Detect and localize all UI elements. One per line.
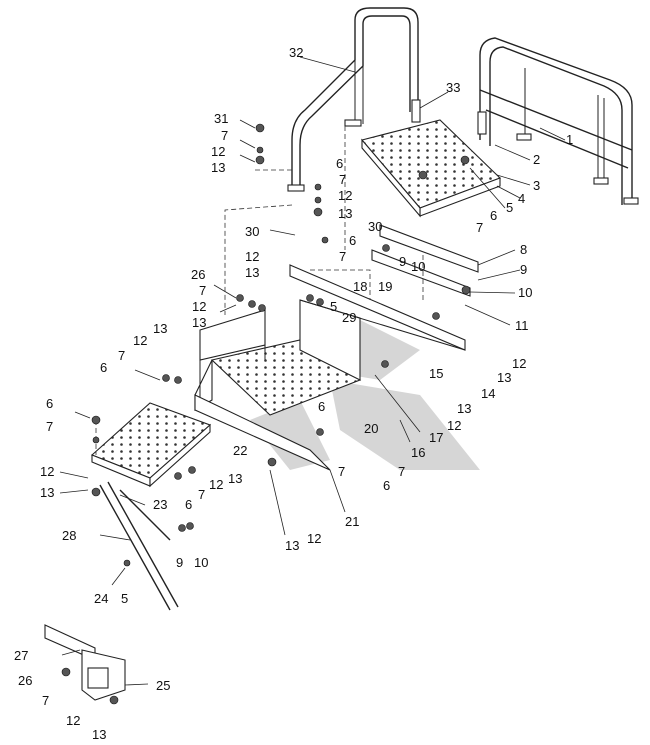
callout-14: 14 <box>481 386 495 401</box>
callout-13g: 13 <box>192 315 206 330</box>
callout-9a: 9 <box>520 262 527 277</box>
hinge-assembly <box>44 624 126 701</box>
callout-13b: 13 <box>457 401 471 416</box>
main-frame <box>194 299 466 471</box>
callout-33: 33 <box>446 80 460 95</box>
callout-10b: 10 <box>194 555 208 570</box>
callout-10a: 10 <box>518 285 532 300</box>
callout-7f: 7 <box>118 348 125 363</box>
callout-12i: 12 <box>211 144 225 159</box>
lower-step <box>90 402 212 488</box>
callout-13d: 13 <box>228 471 242 486</box>
callout-11: 11 <box>515 318 529 333</box>
callout-13h: 13 <box>245 265 259 280</box>
upper-platform <box>361 99 502 218</box>
callout-6b: 6 <box>383 478 390 493</box>
callout-6e: 6 <box>46 396 53 411</box>
callout-26b: 26 <box>18 673 32 688</box>
callout-12g: 12 <box>192 299 206 314</box>
callout-10c: 10 <box>411 259 425 274</box>
callout-18: 18 <box>353 279 367 294</box>
callout-1: 1 <box>566 132 573 147</box>
callout-13k: 13 <box>92 727 106 742</box>
callout-6f: 6 <box>100 360 107 375</box>
callout-21: 21 <box>345 514 359 529</box>
callout-7g: 7 <box>199 283 206 298</box>
callout-12j: 12 <box>338 188 352 203</box>
callout-7j: 7 <box>339 172 346 187</box>
callout-12d: 12 <box>209 477 223 492</box>
callout-22: 22 <box>233 443 247 458</box>
callout-7h: 7 <box>339 249 346 264</box>
callout-5a: 5 <box>506 200 513 215</box>
callout-12e: 12 <box>40 464 54 479</box>
callout-13j: 13 <box>338 206 352 221</box>
callout-7i: 7 <box>221 128 228 143</box>
callout-labels: 32 33 1 2 3 4 5 6 7 8 9 10 11 12 13 14 1… <box>14 45 573 742</box>
callout-6g: 6 <box>349 233 356 248</box>
callout-12h: 12 <box>245 249 259 264</box>
callout-30b: 30 <box>368 219 382 234</box>
callout-4: 4 <box>518 191 525 206</box>
callout-24: 24 <box>94 591 108 606</box>
callout-8: 8 <box>520 242 527 257</box>
callout-27: 27 <box>14 648 28 663</box>
callout-7e: 7 <box>46 419 53 434</box>
callout-29: 29 <box>342 310 356 325</box>
callout-32: 32 <box>289 45 303 60</box>
callout-12k: 12 <box>66 713 80 728</box>
callout-5c: 5 <box>330 299 337 314</box>
callout-12b: 12 <box>447 418 461 433</box>
callout-5b: 5 <box>121 591 128 606</box>
callout-12a: 12 <box>512 356 526 371</box>
callout-3: 3 <box>533 178 540 193</box>
callout-31: 31 <box>214 111 228 126</box>
handrail-right <box>479 37 639 205</box>
callout-13e: 13 <box>40 485 54 500</box>
callout-7c: 7 <box>338 464 345 479</box>
callout-7k: 7 <box>42 693 49 708</box>
callout-6d: 6 <box>185 497 192 512</box>
leader-lines <box>59 56 566 686</box>
callout-23: 23 <box>153 497 167 512</box>
callout-13c: 13 <box>285 538 299 553</box>
callout-17: 17 <box>429 430 443 445</box>
callout-7d: 7 <box>198 487 205 502</box>
callout-15: 15 <box>429 366 443 381</box>
callout-6h: 6 <box>336 156 343 171</box>
callout-13f: 13 <box>153 321 167 336</box>
callout-13i: 13 <box>211 160 225 175</box>
callout-9c: 9 <box>399 254 406 269</box>
callout-13a: 13 <box>497 370 511 385</box>
callout-7b: 7 <box>398 464 405 479</box>
handrail-top <box>287 7 419 192</box>
callout-28: 28 <box>62 528 76 543</box>
callout-25: 25 <box>156 678 170 693</box>
callout-6c: 6 <box>318 399 325 414</box>
callout-9b: 9 <box>176 555 183 570</box>
callout-26a: 26 <box>191 267 205 282</box>
callout-12f: 12 <box>133 333 147 348</box>
callout-20: 20 <box>364 421 378 436</box>
callout-6a: 6 <box>490 208 497 223</box>
callout-12c: 12 <box>307 531 321 546</box>
callout-7a: 7 <box>476 220 483 235</box>
callout-19: 19 <box>378 279 392 294</box>
callout-16: 16 <box>411 445 425 460</box>
callout-2: 2 <box>533 152 540 167</box>
callout-30a: 30 <box>245 224 259 239</box>
hardware <box>61 123 471 705</box>
